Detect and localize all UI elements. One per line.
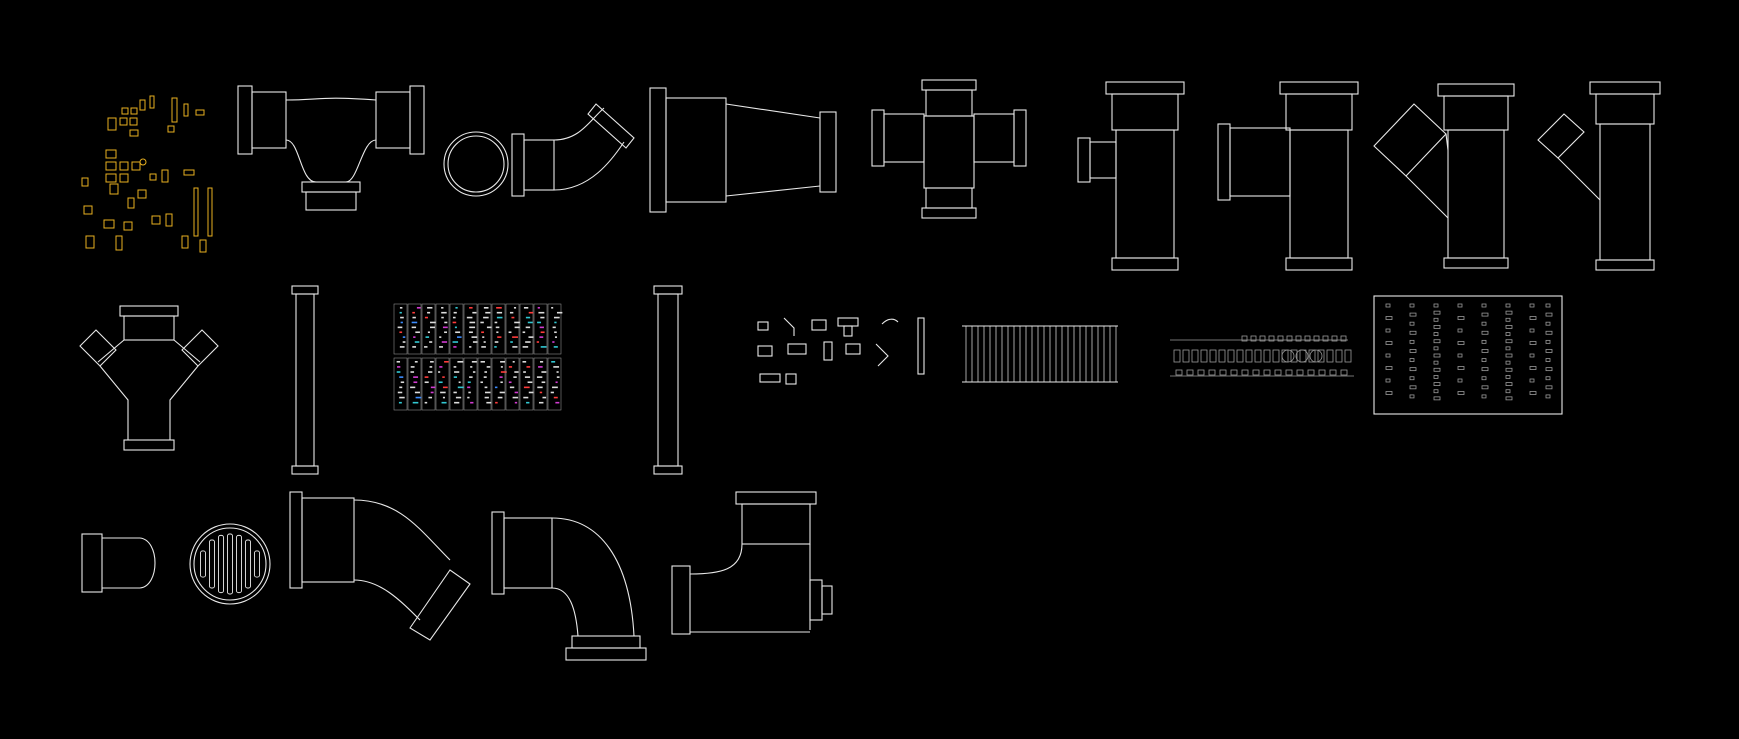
straight-pipe-2-icon[interactable] <box>653 285 683 475</box>
straight-pipe-1-icon[interactable] <box>291 285 319 475</box>
fitting-elevations-strip-icon[interactable] <box>1170 335 1354 377</box>
elbow-with-access-cap-icon[interactable] <box>443 103 635 197</box>
double-y-branch-icon[interactable] <box>79 305 219 451</box>
symbol-legend-table-icon[interactable] <box>1373 295 1563 415</box>
small-fittings-set-icon[interactable] <box>757 317 925 385</box>
double-socket-tee-icon[interactable] <box>237 85 425 211</box>
y-branch-small-icon[interactable] <box>1537 81 1661 271</box>
elbow-90-icon[interactable] <box>491 511 647 661</box>
tee-side-branch-small-icon[interactable] <box>1077 81 1185 271</box>
elbow-45-icon[interactable] <box>289 491 471 641</box>
cross-fitting-icon[interactable] <box>871 79 1027 219</box>
reducer-icon[interactable] <box>649 87 837 213</box>
colored-sheet-set-icon[interactable] <box>393 303 563 411</box>
floor-drain-icon[interactable] <box>81 523 271 605</box>
fittings-legend-cluster-icon[interactable] <box>81 95 213 253</box>
elbow-with-cleanout-icon[interactable] <box>671 491 833 635</box>
pipe-rack-icon[interactable] <box>962 325 1118 383</box>
y-branch-large-icon[interactable] <box>1373 83 1515 269</box>
tee-side-branch-large-icon[interactable] <box>1217 81 1359 271</box>
